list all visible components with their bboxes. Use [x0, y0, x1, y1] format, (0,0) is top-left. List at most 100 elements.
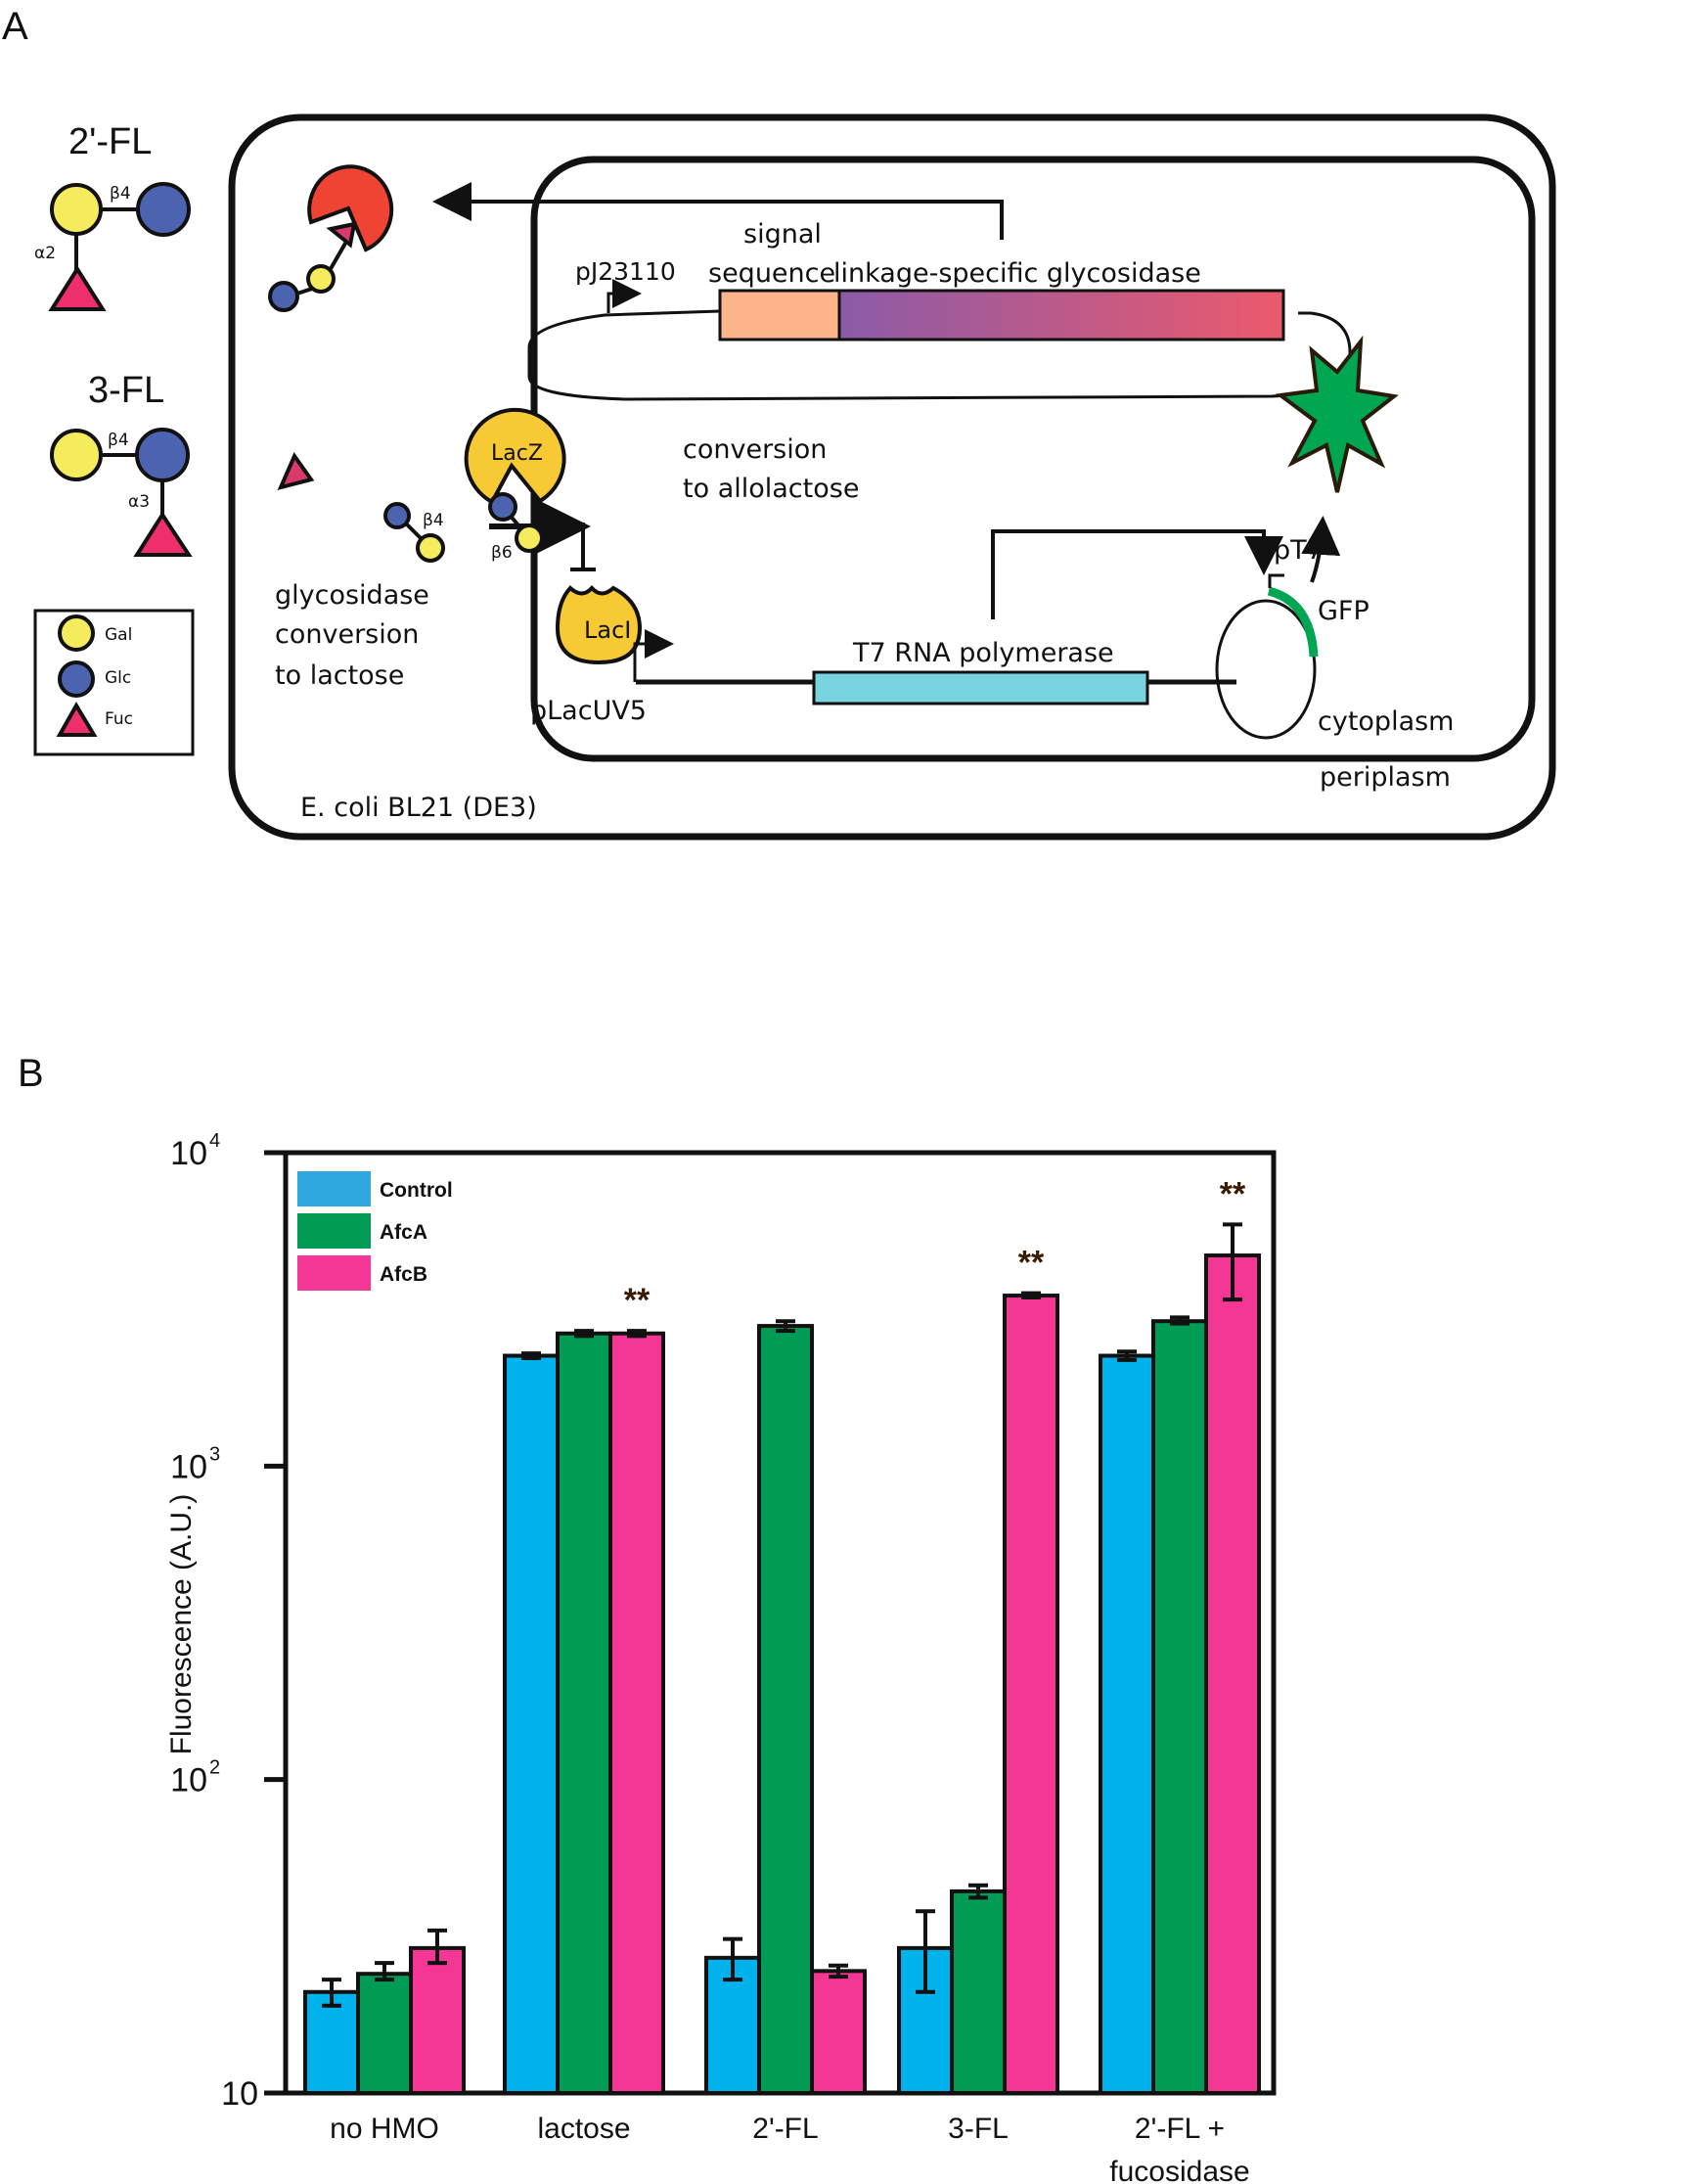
significance-marks: ******	[624, 1175, 1246, 1319]
lactose-molecule: β4 glycosidase conversion to lactose	[275, 502, 445, 691]
significance-mark: **	[1018, 1245, 1045, 1282]
glc-icon	[136, 182, 191, 237]
linkage-alpha3: α3	[128, 492, 150, 512]
signal-label-2: sequence	[708, 258, 835, 289]
panel-b-letter: B	[18, 1052, 44, 1095]
promoter-pj23110-label: pJ23110	[575, 257, 676, 286]
x-tick-label: 2'-FL +	[1135, 2113, 1225, 2145]
gal-icon	[58, 614, 95, 652]
legend-label-afcb: AfcB	[380, 1263, 427, 1286]
linkage-beta4: β4	[108, 431, 129, 450]
bar-afcb-1	[608, 1331, 665, 2095]
x-tick-label: fucosidase	[1109, 2156, 1249, 2184]
bar-afca-2	[757, 1324, 814, 2096]
x-tick-label: 2'-FL	[752, 2113, 818, 2145]
bar-afca-3	[950, 1888, 1007, 2095]
y-axis-label: Fluorescence (A.U.)	[165, 1494, 198, 1755]
inhibition-line	[541, 523, 585, 569]
laci-label: LacI	[584, 616, 631, 644]
y-tick-exponent: 4	[209, 1130, 220, 1152]
lacz-label: LacZ	[491, 441, 543, 466]
placuv5-label: pLacUV5	[530, 696, 647, 726]
y-tick-label: 10	[221, 2075, 258, 2113]
bar-afcb-3	[1003, 1294, 1059, 2095]
glycosidase-conversion-label-1: glycosidase	[275, 580, 429, 611]
key-fuc-label: Fuc	[105, 709, 133, 729]
glycan-3fl-title: 3-FL	[88, 370, 164, 411]
glycosidase-label: linkage-specific glycosidase	[833, 258, 1201, 289]
glycosidase-conversion-label-2: conversion	[275, 619, 419, 650]
allolactose-molecule: β6	[488, 492, 596, 571]
error-bars	[322, 1222, 1242, 2008]
fuc-icon	[326, 221, 357, 249]
outer-membrane	[228, 114, 1556, 841]
bars	[303, 1253, 1261, 2096]
linkage-beta4: β4	[423, 511, 444, 530]
gal-icon	[306, 264, 336, 294]
gal-icon	[50, 183, 103, 236]
glycosidase-conversion-label-3: to lactose	[275, 660, 404, 691]
bar-afcb-2	[810, 1969, 867, 2096]
bar-afca-1	[556, 1331, 612, 2095]
key-gal-label: Gal	[105, 625, 132, 645]
linkage-beta4: β4	[110, 184, 131, 204]
linkage-beta6: β6	[491, 543, 513, 563]
t7-activation-arrow	[991, 529, 1283, 619]
y-tick-label: 10	[170, 1135, 207, 1172]
bar-afca-0	[356, 1972, 413, 2096]
glc-icon	[268, 281, 299, 312]
glc-icon	[58, 660, 95, 698]
legend-swatch-control	[297, 1171, 371, 1206]
t7-rna-polymerase-gene	[812, 670, 1149, 705]
legend-label-control: Control	[380, 1179, 453, 1202]
t7-operon: T7 RNA polymerase pLacUV5	[530, 629, 1236, 726]
legend-swatch-afcb	[297, 1255, 371, 1291]
glc-icon	[383, 502, 411, 529]
y-tick-label: 10	[170, 1762, 207, 1799]
x-tick-label: 3-FL	[948, 2113, 1009, 2145]
strain-label: E. coli BL21 (DE3)	[300, 793, 537, 823]
gfp-star-icon	[1275, 335, 1399, 493]
allolactose-label-1: conversion	[683, 434, 827, 465]
fuc-icon	[277, 451, 315, 490]
lacz-enzyme: LacZ conversion to allolactose	[464, 407, 859, 505]
gal-icon	[515, 523, 544, 553]
t7-label: T7 RNA polymerase	[852, 638, 1114, 668]
key-glc-label: Glc	[105, 668, 131, 688]
periplasm-label: periplasm	[1320, 762, 1451, 793]
fuc-icon	[133, 511, 193, 557]
fuc-icon	[56, 702, 98, 737]
signal-sequence-gene	[718, 289, 841, 341]
glycosidase-gene	[837, 289, 1285, 341]
cytoplasm-label: cytoplasm	[1318, 706, 1454, 737]
expression-arrow	[1301, 516, 1341, 583]
linkage-alpha2: α2	[34, 244, 56, 263]
bar-control-4	[1099, 1353, 1155, 2096]
bar-afcb-0	[409, 1945, 466, 2096]
monosaccharide-key: Gal Glc Fuc	[33, 609, 195, 756]
legend-swatch-afca	[297, 1213, 371, 1249]
gal-icon	[416, 533, 445, 563]
bar-afca-4	[1151, 1319, 1208, 2095]
gfp-label: GFP	[1318, 596, 1369, 626]
glycan-2fl-title: 2'-FL	[68, 121, 152, 162]
glc-icon	[488, 492, 517, 522]
significance-mark: **	[624, 1282, 651, 1319]
fuc-icon	[48, 265, 107, 311]
glycosidase-enzyme	[268, 164, 394, 312]
laci-repressor: LacI	[555, 585, 643, 665]
x-tick-label: lactose	[537, 2113, 630, 2145]
glc-icon	[135, 428, 190, 482]
glycan-2fl: 2'-FL β4 α2	[34, 121, 191, 311]
legend-label-afca: AfcA	[380, 1221, 427, 1244]
y-tick-exponent: 2	[209, 1757, 220, 1779]
y-tick-exponent: 3	[209, 1443, 220, 1465]
glycan-3fl: 3-FL β4 α3	[50, 370, 193, 557]
panel-a-letter: A	[2, 5, 28, 48]
secretion-arrow	[432, 182, 1004, 240]
